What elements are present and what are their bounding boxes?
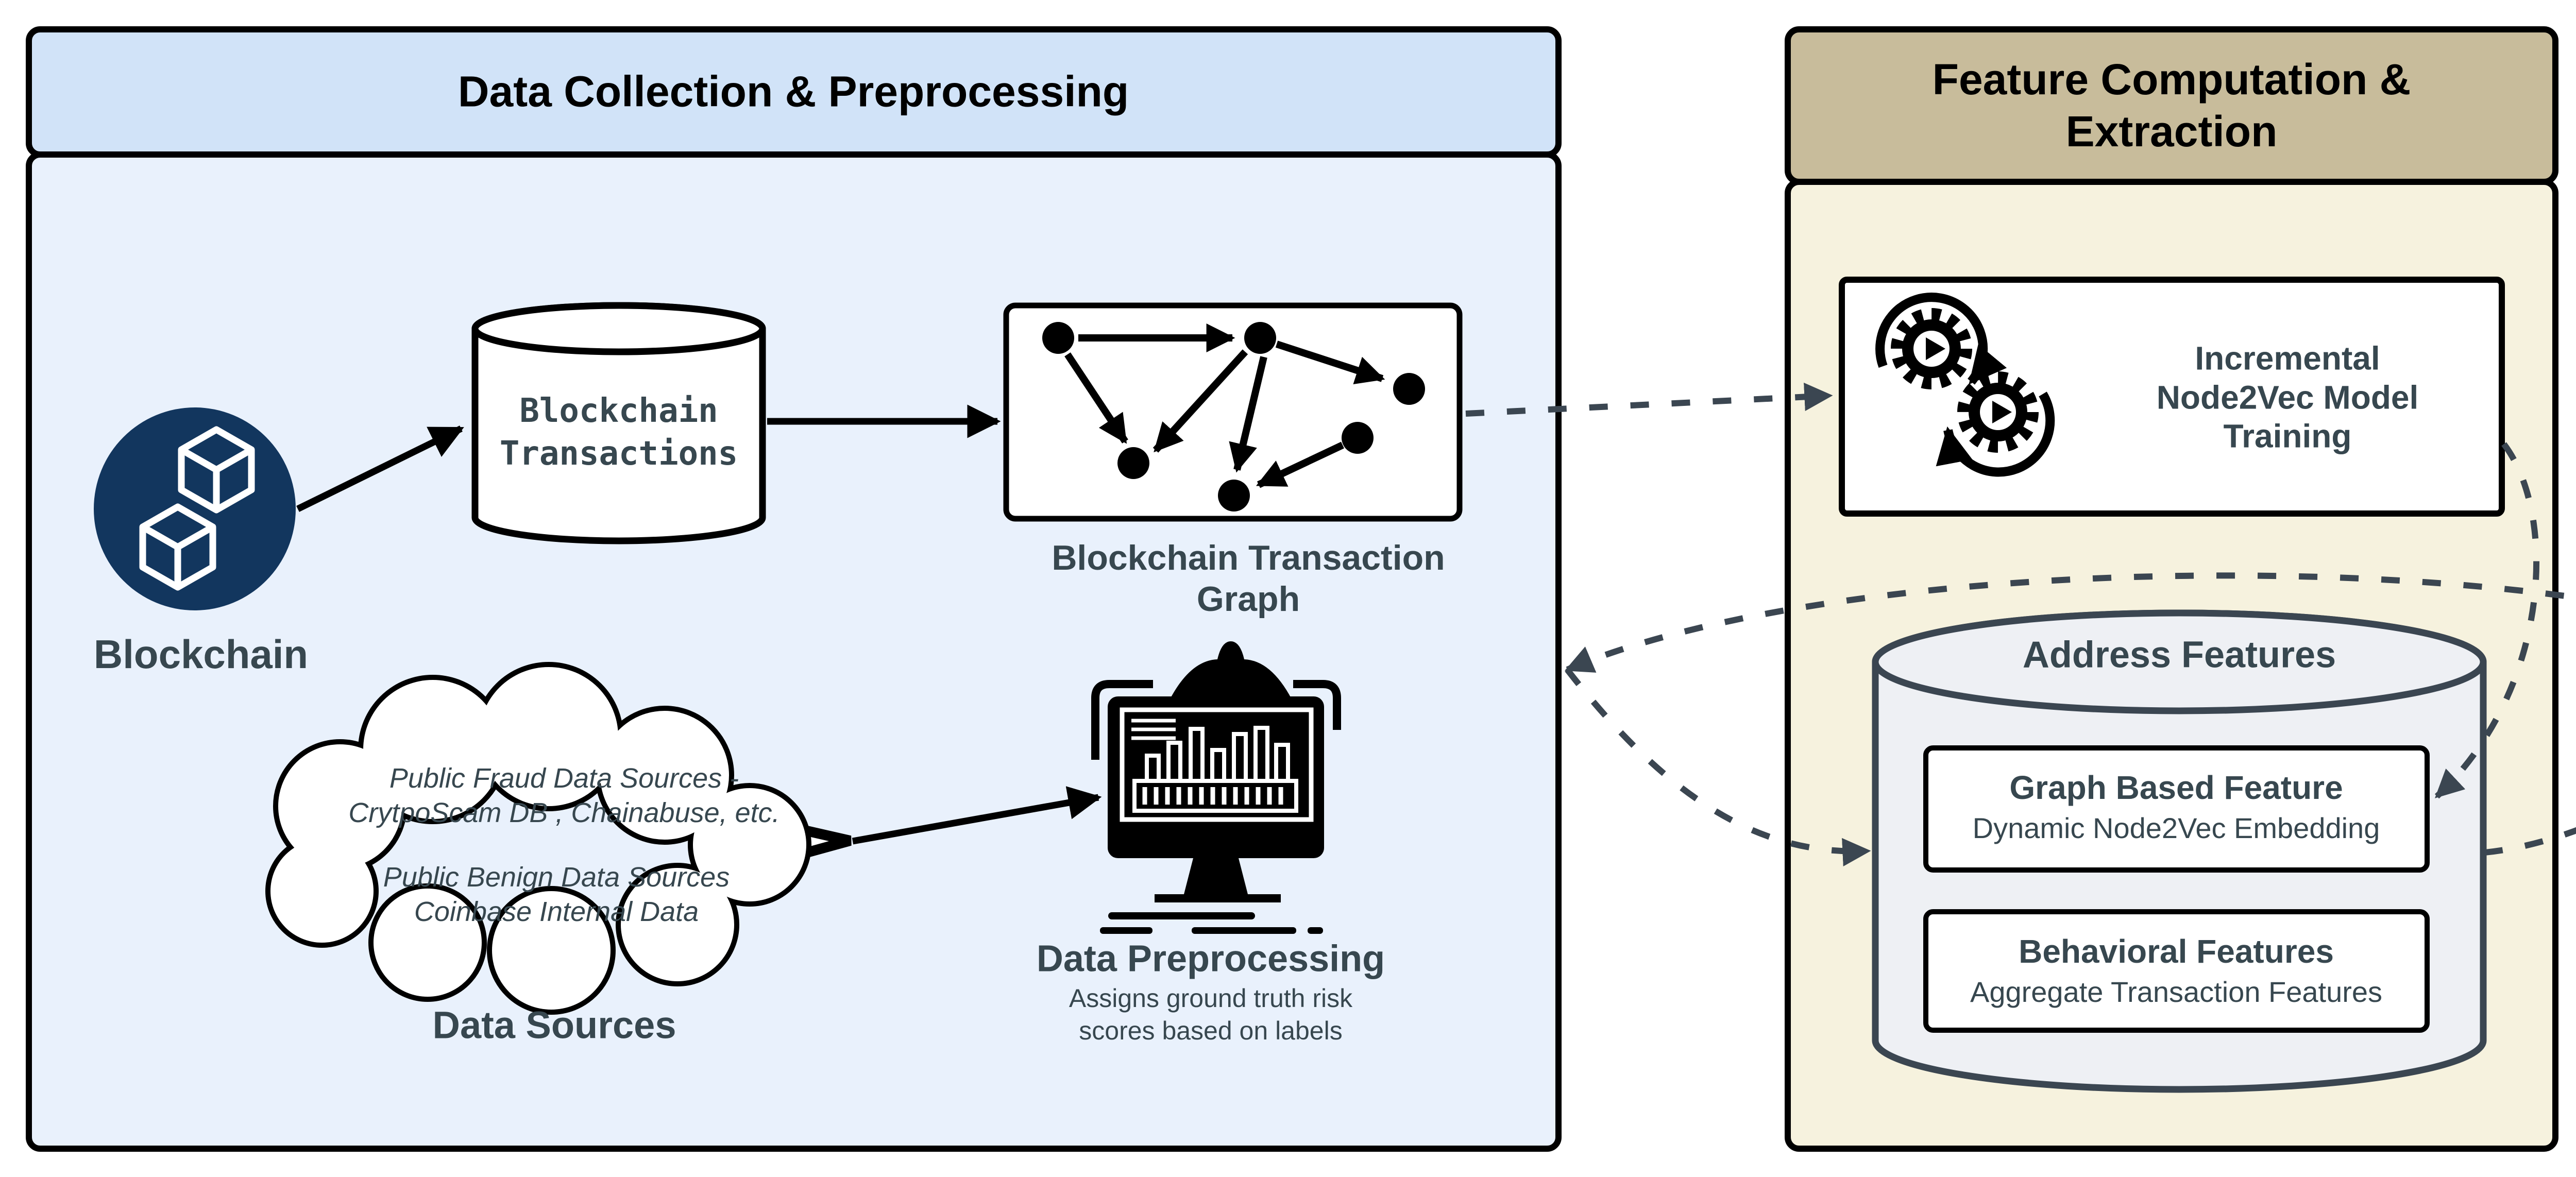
cloud-benign-sources-text: Public Benign Data Sources Coinbase Inte… [383,862,730,927]
graph-based-feature-box [1923,745,2430,873]
flow-graph-to-node2vec [1465,382,1833,417]
blockchain-transactions-label: Blockchain Transactions [499,391,738,473]
monitor-barchart-icon [1091,641,1341,934]
data-preprocessing-subtitle: Assigns ground truth risk scores based o… [1069,984,1353,1045]
graph-based-feature-subtitle: Dynamic Node2Vec Embedding [1972,811,2380,844]
behavioral-features-box [1923,909,2430,1033]
transaction-graph-label: Blockchain Transaction Graph [1052,538,1445,619]
address-features-title: Address Features [2022,634,2336,676]
behavioral-features-subtitle: Aggregate Transaction Features [1970,975,2383,1008]
panel2-title: Feature Computation & Extraction [1932,55,2411,156]
panel1-header [26,26,1562,158]
panel1-arrows [296,404,1102,845]
incremental-node2vec-box [1839,277,2505,517]
flow-features-to-training [2484,827,2576,856]
cloud-shape [265,662,852,1015]
database-cylinder-icon [471,302,766,544]
graph-nodes [1042,322,1425,511]
sync-gears-play-icon [1875,293,2055,477]
cloud-fraud-sources-text: Public Fraud Data Sources - CrytpoScam D… [348,763,780,828]
flow-loop-top-arc [1564,572,2576,673]
behavioral-features-title: Behavioral Features [2019,933,2334,970]
blockchain-cubes-icon [94,407,296,610]
panel1-title: Data Collection & Preprocessing [457,67,1129,116]
dashed-flows [1465,382,2576,866]
data-preprocessing-label: Data Preprocessing [1036,938,1385,980]
flow-node2vec-to-graph-feature [2434,442,2540,799]
blockchain-label: Blockchain [93,631,309,677]
data-sources-label: Data Sources [432,1003,676,1047]
transaction-graph-icon [1003,302,1463,522]
graph-based-feature-title: Graph Based Feature [2009,769,2343,807]
flow-to-address-features [1565,668,1871,866]
incremental-node2vec-label: Incremental Node2Vec Model Training [2156,339,2419,455]
panel2-header [1785,26,2558,185]
